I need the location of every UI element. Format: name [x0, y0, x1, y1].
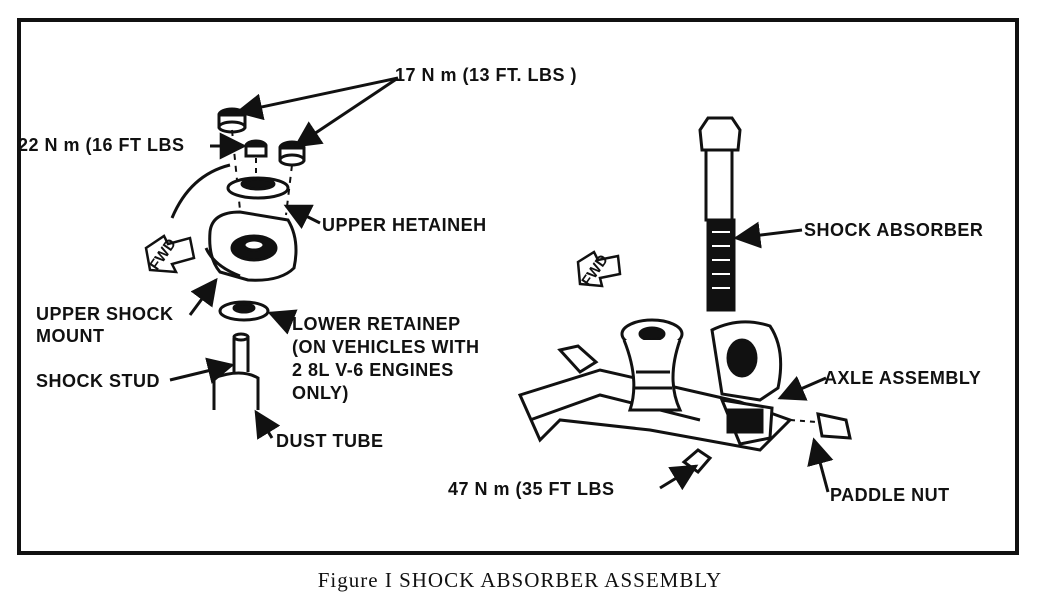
shock-stud: [232, 332, 250, 372]
axle-bracket: [710, 320, 783, 446]
fwd-arrow-right: [576, 250, 622, 288]
dust-tube: [212, 371, 260, 410]
label-shock-stud: SHOCK STUD: [36, 371, 161, 391]
label-torque-22: 22 N m (16 FT LBS: [18, 135, 185, 155]
label-paddle-nut: PADDLE NUT: [830, 485, 950, 505]
label-torque-17: 17 N m (13 FT. LBS ): [395, 65, 578, 85]
label-shock-absorber: SHOCK ABSORBER: [804, 220, 984, 240]
lower-retainer: [218, 300, 270, 322]
mounting-bolt: [681, 448, 713, 475]
figure-caption: Figure I SHOCK ABSORBER ASSEMBLY: [317, 568, 723, 592]
upper-retainer: [226, 176, 290, 200]
paddle-nut-part: [789, 412, 852, 440]
label-lower-retainer-3: 2 8L V-6 ENGINES: [292, 360, 454, 380]
label-upper-shock-mount-2: MOUNT: [36, 326, 105, 346]
figure-frame: [17, 18, 1019, 555]
leader-lines: [169, 76, 834, 493]
label-lower-retainer-4: ONLY): [292, 383, 349, 403]
label-upper-retainer: UPPER HETAINEH: [322, 215, 487, 235]
upper-nut-center: [244, 139, 268, 158]
label-lower-retainer-1: LOWER RETAINEP: [292, 314, 461, 334]
label-lower-retainer-2: (ON VEHICLES WITH: [292, 337, 480, 357]
upper-nut-right: [278, 140, 306, 167]
upper-shock-mount: [204, 210, 298, 282]
label-upper-shock-mount-1: UPPER SHOCK: [36, 304, 174, 324]
label-dust-tube: DUST TUBE: [276, 431, 384, 451]
fwd-arrow-left: [144, 234, 196, 274]
label-torque-47: 47 N m (35 FT LBS: [448, 479, 615, 499]
right-assembly-view: [517, 116, 852, 475]
shock-absorber: [698, 116, 742, 312]
bump-stop: [620, 318, 684, 412]
label-axle-assembly: AXLE ASSEMBLY: [824, 368, 982, 388]
